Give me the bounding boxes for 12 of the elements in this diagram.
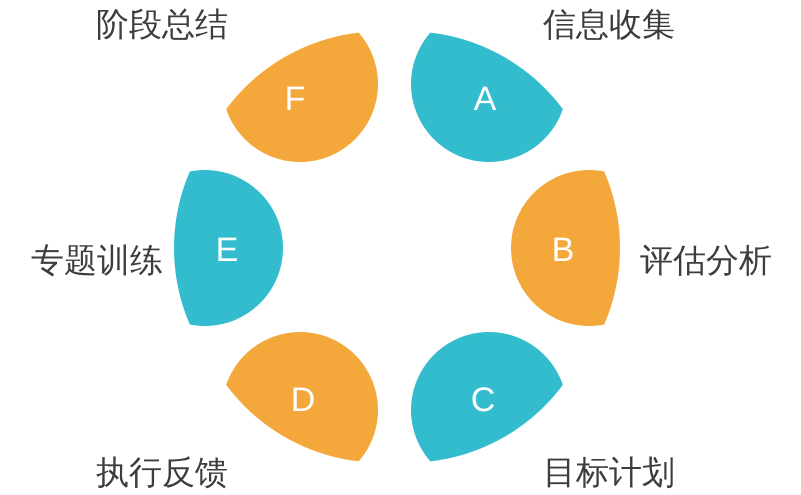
step-label: 评估分析 [640, 244, 772, 276]
step-letter: A [474, 82, 496, 116]
step-letter: B [552, 233, 574, 267]
step-label: 目标计划 [543, 456, 675, 488]
step-label: 阶段总结 [96, 8, 228, 40]
step-letter: C [470, 383, 496, 417]
step-letter: F [284, 82, 306, 116]
step-label: 执行反馈 [96, 456, 228, 488]
step-letter: E [216, 233, 238, 267]
step-letter: D [290, 383, 316, 417]
step-label: 专题训练 [31, 244, 163, 276]
step-label: 信息收集 [543, 8, 675, 40]
